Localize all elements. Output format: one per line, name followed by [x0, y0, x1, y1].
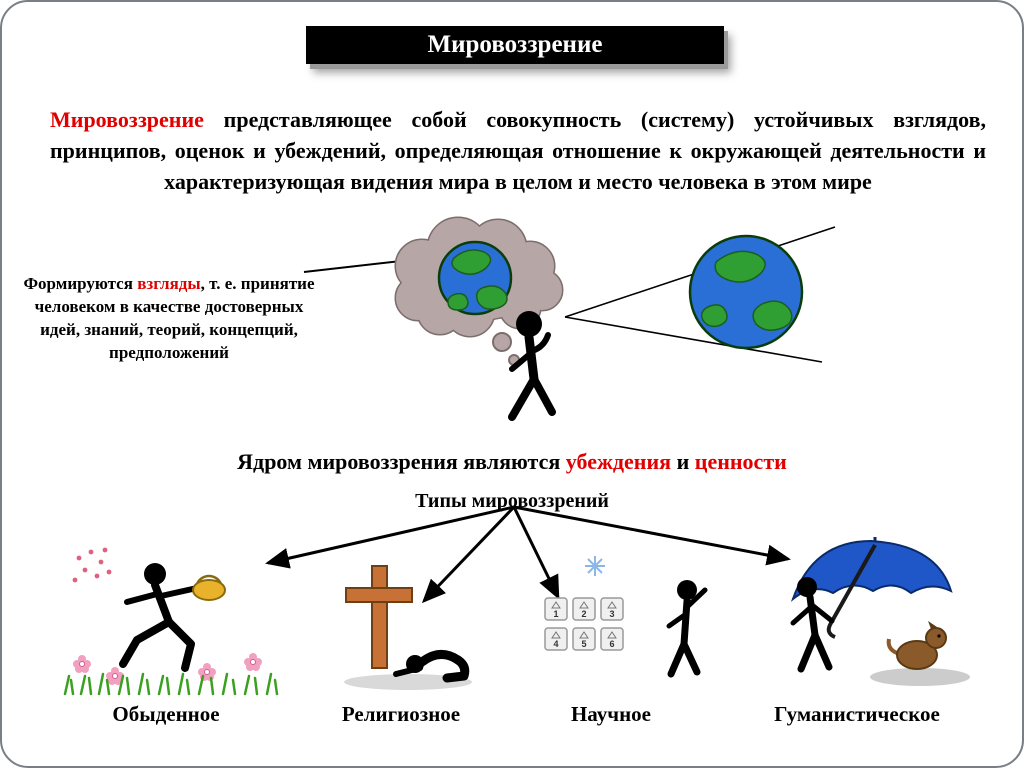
arrow-to-humanistic: [513, 505, 791, 566]
cross-icon: [345, 565, 413, 669]
definition-body: представляющее собой совокупность (систе…: [50, 107, 986, 195]
view-cone-and-globe-graphic: [303, 226, 836, 363]
views-note-term: взгляды: [137, 274, 201, 293]
core-term-values: ценности: [694, 449, 787, 474]
core-conjunction: и: [671, 449, 695, 474]
flowers: [73, 653, 262, 685]
die-number: 6: [609, 639, 614, 649]
umbrella-holder-figure-icon: [790, 577, 835, 673]
core-statement: Ядром мировоззрения являются убеждения и…: [2, 449, 1022, 475]
globe-icon: [688, 234, 804, 350]
numbered-dice: 1 2 3 4 5 6: [544, 597, 624, 651]
core-prefix: Ядром мировоззрения являются: [237, 449, 566, 474]
humanistic-worldview-illustration: [790, 537, 970, 686]
views-note-suffix: , т. е. принятие человеком в качестве до…: [34, 274, 315, 362]
thought-cloud-globe-icon: [394, 216, 564, 366]
die-number: 5: [581, 639, 586, 649]
die-number: 4: [553, 639, 558, 649]
die-number: 2: [581, 609, 586, 619]
ground-shadow: [870, 668, 970, 686]
thinking-stick-figure-icon: [508, 311, 556, 421]
religious-worldview-illustration: [344, 565, 472, 690]
ordinary-worldview-illustration: [63, 547, 279, 696]
pointer-line: [303, 259, 411, 273]
kneeling-figure-icon: [393, 650, 470, 683]
definition-text: Мировоззрение представляющее собой совок…: [50, 104, 986, 198]
type-label-humanistic: Гуманистическое: [774, 702, 940, 726]
die-number: 1: [553, 609, 558, 619]
die-number: 3: [609, 609, 614, 619]
views-note-prefix: Формируются: [23, 274, 138, 293]
basket-icon: [192, 574, 226, 601]
grass: [63, 672, 279, 696]
scientific-worldview-illustration: 1 2 3 4 5 6: [544, 556, 708, 678]
observing-figure-icon: [666, 580, 708, 678]
views-note: Формируются взгляды, т. е. принятие чело…: [16, 273, 322, 365]
arrow-to-scientific: [512, 506, 560, 600]
definition-term: Мировоззрение: [50, 107, 204, 132]
type-label-scientific: Научное: [570, 702, 652, 726]
running-figure-icon: [119, 563, 200, 672]
dog-icon: [886, 621, 947, 670]
type-arrows: [265, 505, 791, 604]
arrow-to-ordinary: [265, 505, 515, 569]
thought-globe-icon: [437, 240, 513, 316]
core-term-beliefs: убеждения: [565, 449, 672, 474]
sparkle-icon: [585, 556, 605, 576]
title-banner: Мировоззрение: [306, 26, 724, 64]
type-label-ordinary: Обыденное: [112, 702, 220, 726]
ground-shadow: [344, 674, 472, 690]
petal-scatter: [72, 547, 112, 583]
arrow-to-religious: [421, 505, 516, 604]
umbrella-icon: [790, 537, 953, 639]
types-heading: Типы мировоззрений: [415, 490, 609, 512]
page-title: Мировоззрение: [427, 31, 603, 58]
type-label-religious: Религиозное: [341, 702, 461, 726]
